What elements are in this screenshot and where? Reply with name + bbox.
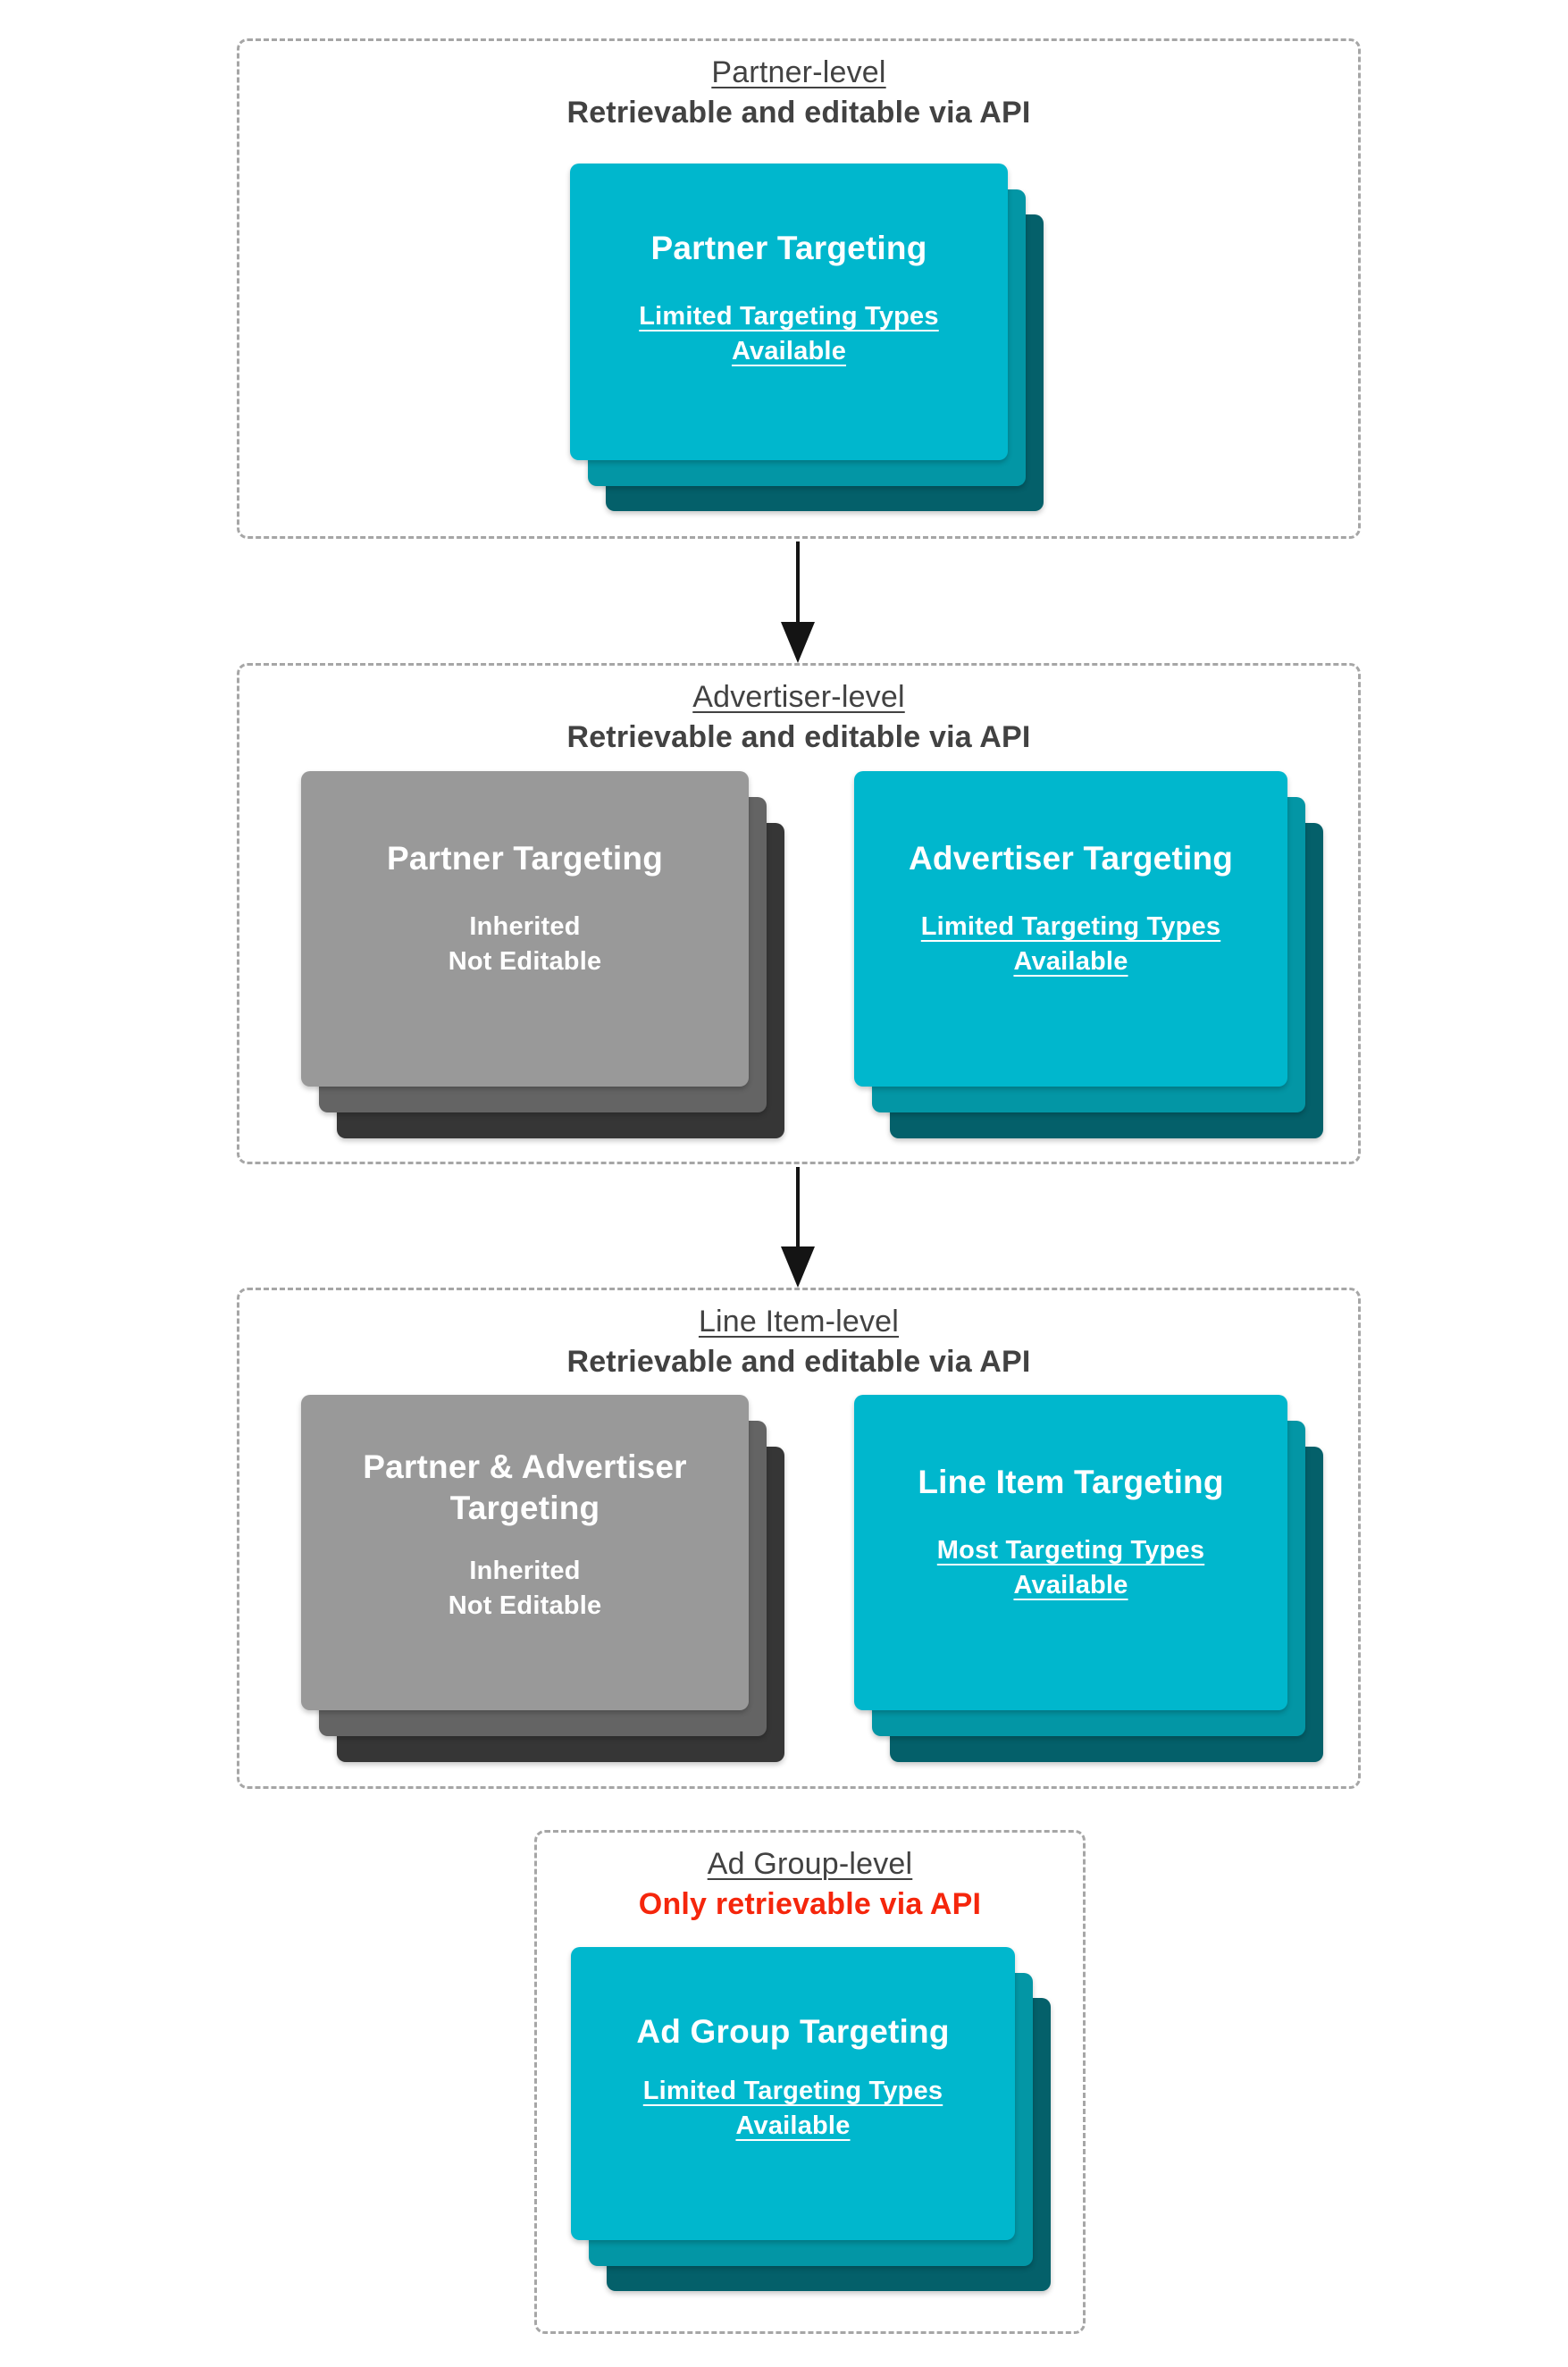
section-subtitle: Retrievable and editable via API [566, 1345, 1031, 1379]
card-title: Ad Group Targeting [571, 2011, 1015, 2052]
section-line-item-level: Line Item-level Retrievable and editable… [237, 1288, 1361, 1789]
section-title: Advertiser-level [692, 680, 905, 714]
card-body-line: Available [1013, 946, 1128, 976]
section-partner-level: Partner-level Retrievable and editable v… [237, 38, 1361, 539]
card-body-line: Most Targeting Types [936, 1535, 1205, 1565]
card-body-line: Not Editable [448, 1591, 602, 1620]
card-title-line: Targeting [449, 1489, 600, 1526]
section-subtitle: Retrievable and editable via API [566, 96, 1031, 130]
card-title-line: Partner Targeting [650, 230, 927, 266]
card-title: Partner & Advertiser Targeting [301, 1447, 749, 1529]
card-title-line: Advertiser Targeting [908, 840, 1234, 877]
partner-targeting-card-stack: Partner Targeting Limited Targeting Type… [570, 164, 1044, 511]
card-title-line: Partner Targeting [386, 840, 664, 877]
arrow-down-icon [780, 1167, 816, 1288]
card-body-line: Inherited [469, 1556, 581, 1585]
card-body-line: Limited Targeting Types [642, 2076, 943, 2105]
section-subtitle: Retrievable and editable via API [566, 720, 1031, 754]
card-body-line: Available [1013, 1570, 1128, 1599]
section-subtitle: Only retrievable via API [638, 1887, 982, 1921]
partner-targeting-inherited-card: Partner Targeting Inherited Not Editable [301, 771, 749, 1087]
card-body: Limited Targeting Types Available [571, 2074, 1015, 2144]
partner-targeting-card: Partner Targeting Limited Targeting Type… [570, 164, 1008, 460]
card-title: Partner Targeting [301, 838, 749, 879]
card-body: Most Targeting Types Available [854, 1533, 1287, 1603]
section-title: Ad Group-level [707, 1847, 913, 1881]
inherited-partner-targeting-card-stack: Partner Targeting Inherited Not Editable [301, 771, 784, 1138]
card-body: Limited Targeting Types Available [570, 299, 1008, 369]
card-title-line: Line Item Targeting [918, 1464, 1224, 1500]
inherited-partner-advertiser-card-stack: Partner & Advertiser Targeting Inherited… [301, 1395, 784, 1762]
card-body-line: Not Editable [448, 946, 602, 976]
card-title: Partner Targeting [570, 228, 1008, 269]
card-title-line: Partner & Advertiser [363, 1448, 687, 1485]
card-body-line: Available [735, 2111, 851, 2140]
card-title: Line Item Targeting [854, 1462, 1287, 1503]
arrow-down-icon [780, 541, 816, 663]
section-title: Line Item-level [698, 1305, 900, 1339]
card-body-line: Inherited [469, 911, 581, 941]
card-body-line: Available [731, 336, 847, 365]
card-title: Advertiser Targeting [854, 838, 1287, 879]
ad-group-targeting-card-stack: Ad Group Targeting Limited Targeting Typ… [571, 1947, 1051, 2291]
section-advertiser-level: Advertiser-level Retrievable and editabl… [237, 663, 1361, 1164]
card-title-line: Ad Group Targeting [636, 2013, 950, 2050]
partner-advertiser-targeting-card: Partner & Advertiser Targeting Inherited… [301, 1395, 749, 1710]
advertiser-targeting-card: Advertiser Targeting Limited Targeting T… [854, 771, 1287, 1087]
card-body: Inherited Not Editable [301, 910, 749, 979]
advertiser-targeting-card-stack: Advertiser Targeting Limited Targeting T… [854, 771, 1323, 1138]
card-body: Limited Targeting Types Available [854, 910, 1287, 979]
line-item-targeting-card-stack: Line Item Targeting Most Targeting Types… [854, 1395, 1323, 1762]
card-body: Inherited Not Editable [301, 1554, 749, 1624]
section-ad-group-level: Ad Group-level Only retrievable via API … [534, 1830, 1086, 2334]
section-title: Partner-level [711, 55, 886, 89]
line-item-targeting-card: Line Item Targeting Most Targeting Types… [854, 1395, 1287, 1710]
card-body-line: Limited Targeting Types [920, 911, 1221, 941]
ad-group-targeting-card: Ad Group Targeting Limited Targeting Typ… [571, 1947, 1015, 2240]
card-body-line: Limited Targeting Types [639, 301, 939, 331]
